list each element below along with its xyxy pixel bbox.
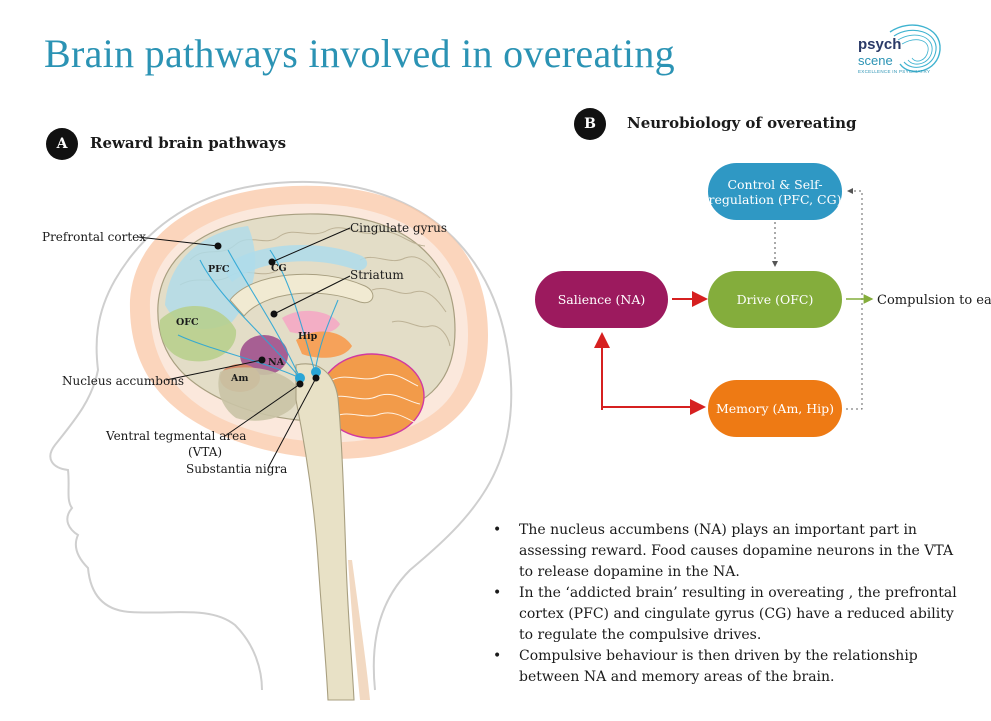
bullet-item: The nucleus accumbens (NA) plays an impo…	[493, 520, 963, 583]
section-a-badge: A	[46, 128, 78, 160]
label-vta-line2: (VTA)	[188, 445, 223, 459]
bullet-list: The nucleus accumbens (NA) plays an impo…	[493, 520, 963, 688]
logo-text-scene: scene	[858, 53, 893, 68]
label-substantia-nigra: Substantia nigra	[186, 462, 288, 476]
corpus-callosum	[229, 273, 374, 317]
bullet-item: In the ‘addicted brain’ resulting in ove…	[493, 583, 963, 646]
logo-tagline: EXCELLENCE IN PSYCHIATRY	[858, 69, 931, 74]
memory-feedback-arrow	[846, 188, 863, 410]
substantia-nigra-dot	[311, 367, 321, 377]
orbitofrontal-cortex-region	[159, 306, 237, 362]
node-control-line1: Control & Self-	[727, 176, 823, 192]
label-cg: CG	[271, 263, 287, 274]
temporal-lobe	[218, 367, 300, 421]
label-compulsion-to-eat: Compulsion to eat	[877, 293, 991, 308]
section-b-badge: B	[574, 108, 606, 140]
cingulate-gyrus-region	[222, 244, 368, 282]
node-salience: Salience (NA)	[535, 271, 668, 328]
hippocampus-region	[296, 331, 352, 358]
node-control-self-regulation: Control & Self- regulation (PFC, CG)	[708, 163, 842, 220]
page-title: Brain pathways involved in overeating	[44, 31, 675, 76]
section-b-title: Neurobiology of overeating	[627, 114, 857, 132]
bullet-item: Compulsive behaviour is then driven by t…	[493, 646, 963, 688]
label-hip: Hip	[298, 331, 318, 342]
label-cingulate-gyrus: Cingulate gyrus	[350, 221, 447, 235]
head-outline	[49, 180, 513, 691]
label-striatum: Striatum	[350, 268, 404, 282]
striatum-region	[282, 310, 340, 335]
psychscene-logo: psych scene EXCELLENCE IN PSYCHIATRY	[850, 20, 946, 80]
section-a-title: Reward brain pathways	[90, 134, 287, 152]
label-pfc: PFC	[208, 264, 230, 275]
salience-memory-arrow	[601, 340, 706, 415]
label-prefrontal-cortex: Prefrontal cortex	[42, 230, 147, 244]
node-memory: Memory (Am, Hip)	[708, 380, 842, 437]
label-am: Am	[231, 373, 249, 384]
vta-dot	[295, 373, 305, 383]
label-na: NA	[268, 357, 285, 368]
nucleus-accumbens-region	[240, 335, 288, 375]
label-vta-line1: Ventral tegmental area	[106, 429, 247, 443]
label-nucleus-accumbens: Nucleus accumbons	[62, 374, 185, 388]
brainstem	[295, 363, 355, 701]
logo-text-psych: psych	[858, 36, 902, 53]
label-ofc: OFC	[176, 317, 199, 328]
node-control-line2: regulation (PFC, CG)	[708, 191, 842, 207]
node-drive: Drive (OFC)	[708, 271, 842, 328]
logo-swirl-icon	[889, 24, 941, 73]
